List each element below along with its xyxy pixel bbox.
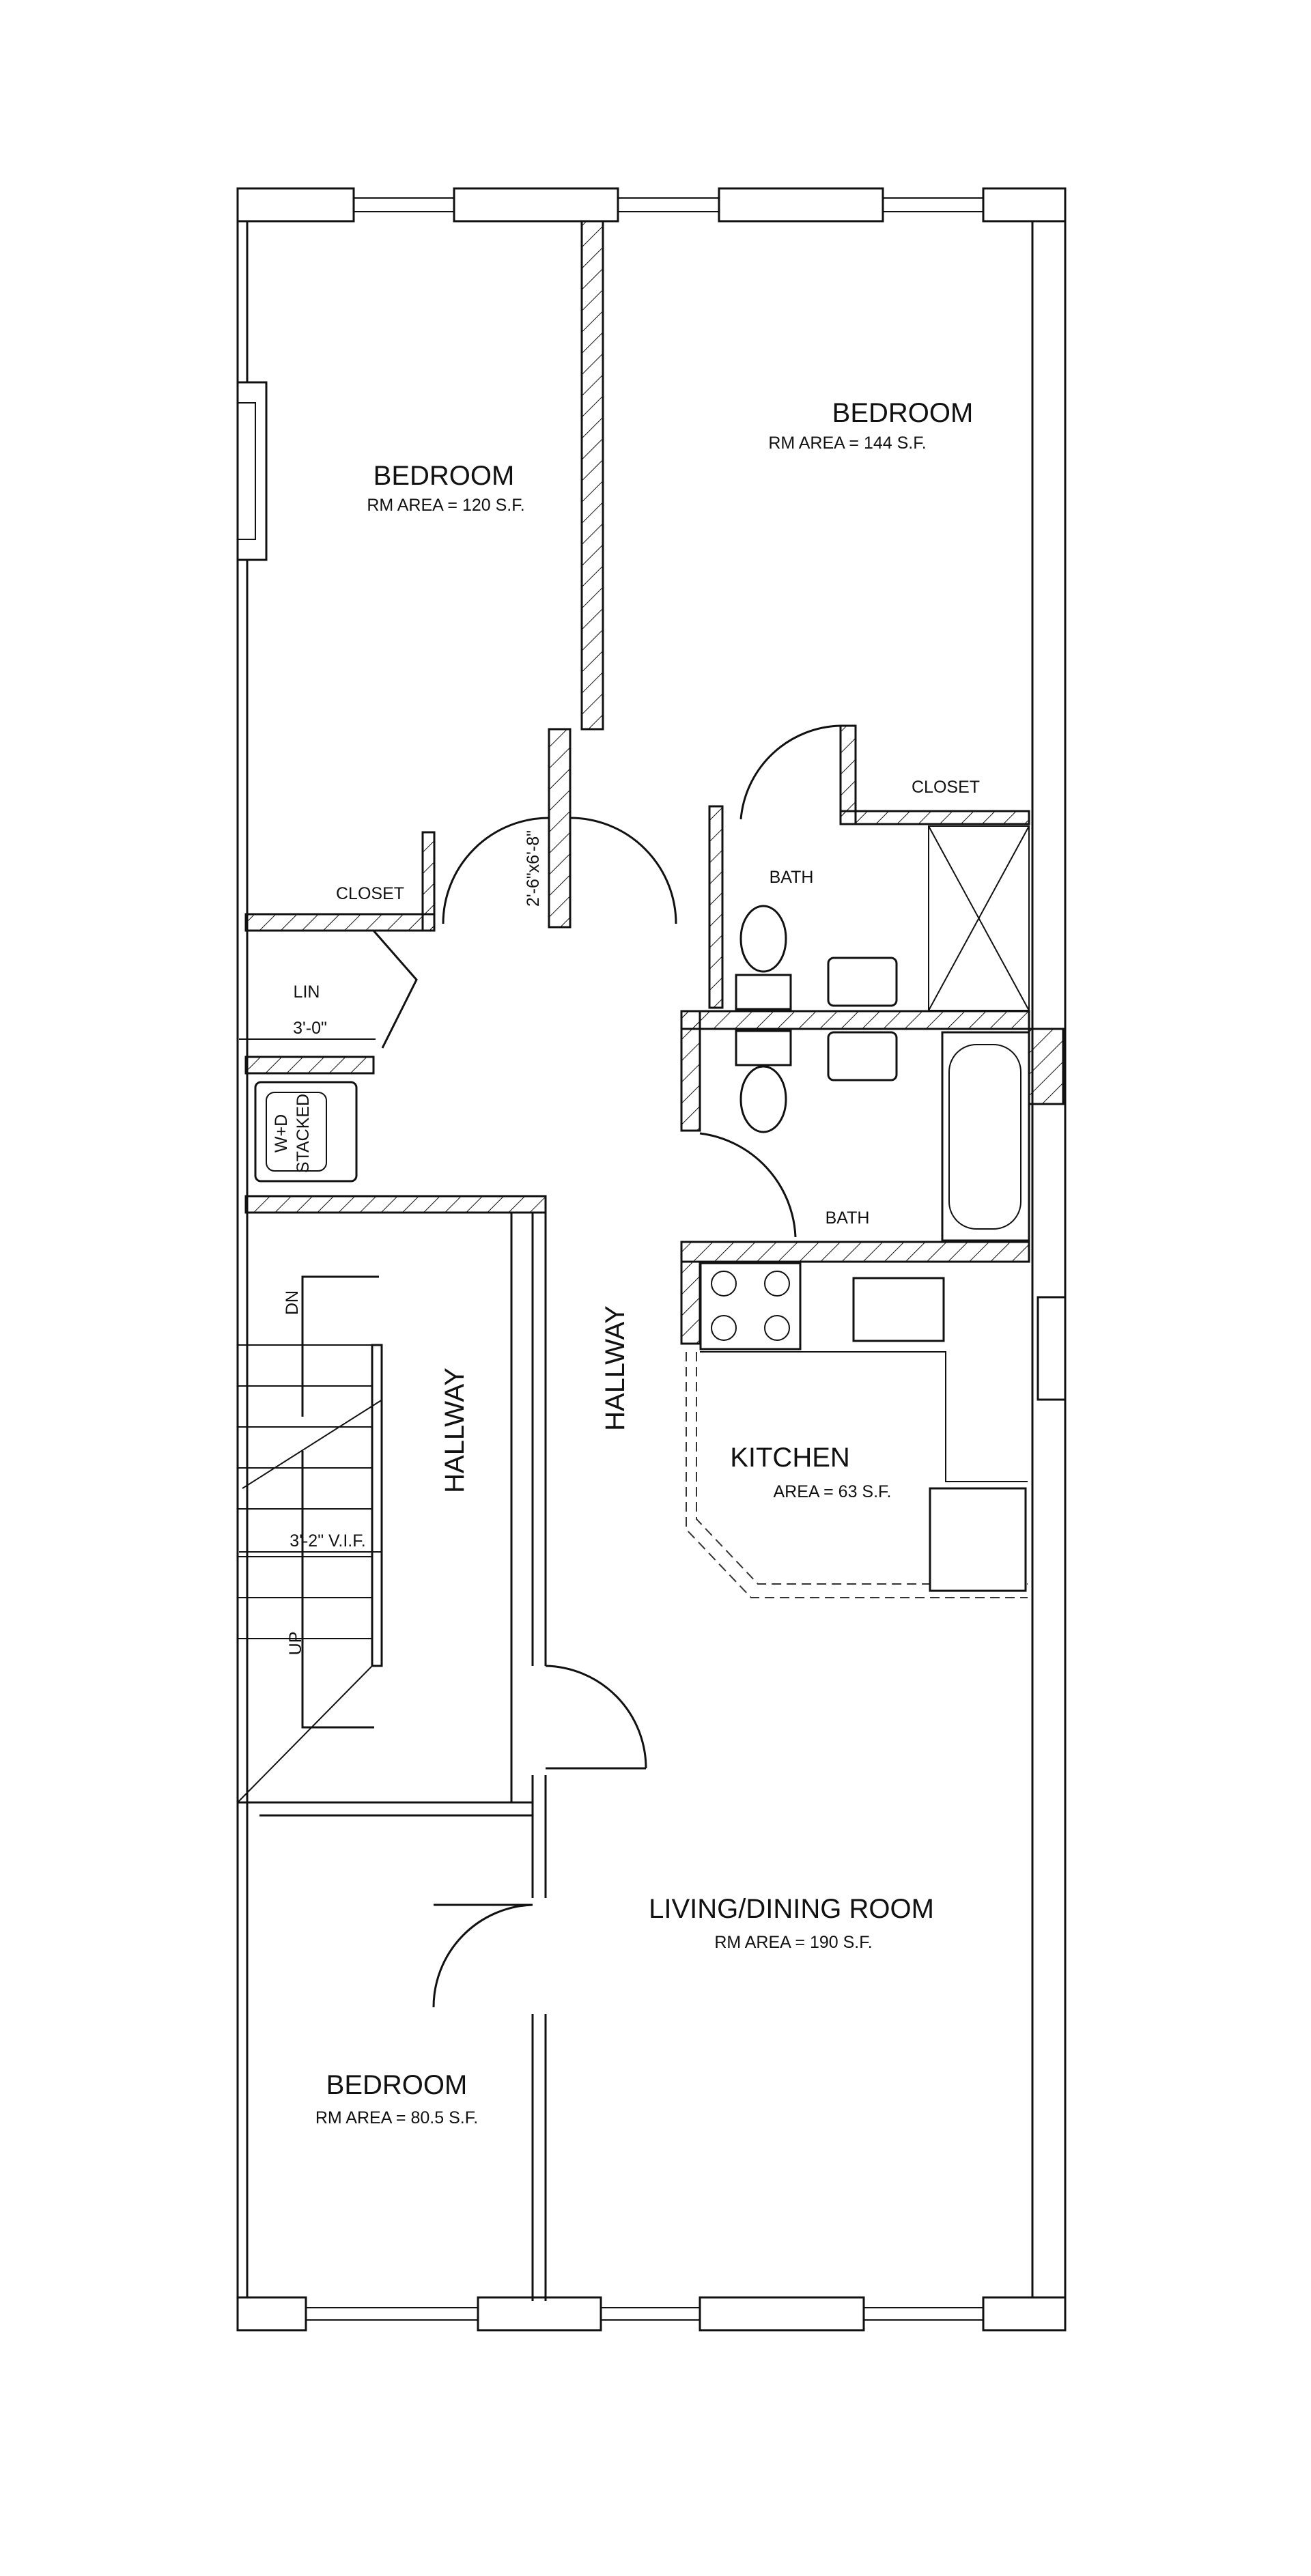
room-area-bedroom-nw: RM AREA = 120 S.F. <box>367 496 524 515</box>
room-name-linen: LIN <box>294 982 320 1002</box>
toilet-icon <box>739 905 787 973</box>
room-area-bedroom-ne: RM AREA = 144 S.F. <box>768 434 926 453</box>
sink-icon <box>827 1031 898 1081</box>
sink-icon <box>827 957 898 1007</box>
toilet-icon <box>739 1065 787 1133</box>
bathtub-icon <box>941 1031 1030 1242</box>
room-name-kitchen: KITCHEN <box>730 1443 850 1473</box>
washer-dryer-label: W+D <box>272 1114 291 1152</box>
room-name-hallway-stair: HALLWAY <box>440 1368 470 1493</box>
interior-walls <box>238 220 1065 2301</box>
room-area-bedroom-s: RM AREA = 80.5 S.F. <box>315 2108 478 2127</box>
doors <box>372 724 841 2008</box>
room-name-hallway-main: HALLWAY <box>600 1305 630 1431</box>
room-name-closet-w: CLOSET <box>336 884 404 903</box>
fixtures <box>254 825 1030 1598</box>
room-name-bath-2: BATH <box>826 1208 870 1228</box>
washer-dryer-icon <box>254 1081 358 1183</box>
linen-width-dimension: 3'-0" <box>293 1019 327 1038</box>
room-area-kitchen: AREA = 63 S.F. <box>773 1482 891 1501</box>
kitchen-sink-icon <box>852 1277 945 1342</box>
stair-down-label: DN <box>283 1290 302 1315</box>
staircase <box>237 1275 383 1803</box>
exterior-walls <box>236 187 1067 2332</box>
door-size-dimension: 2'-6"x6'-8" <box>524 830 543 907</box>
room-name-bedroom-ne: BEDROOM <box>832 398 974 428</box>
stove-icon <box>699 1262 802 1350</box>
room-name-bath-1: BATH <box>770 868 814 887</box>
washer-dryer-stacked-label: STACKED <box>294 1094 313 1173</box>
stair-width-dimension: 3'-2" V.I.F. <box>290 1531 365 1551</box>
shower-icon <box>928 825 1030 1011</box>
room-name-bedroom-nw: BEDROOM <box>373 461 515 491</box>
stair-up-label: UP <box>286 1632 305 1656</box>
room-name-living: LIVING/DINING ROOM <box>649 1894 934 1924</box>
room-area-living: RM AREA = 190 S.F. <box>714 1933 872 1952</box>
refrigerator-icon <box>929 1487 1027 1592</box>
room-name-closet-e: CLOSET <box>912 778 980 797</box>
room-name-bedroom-s: BEDROOM <box>326 2070 468 2100</box>
